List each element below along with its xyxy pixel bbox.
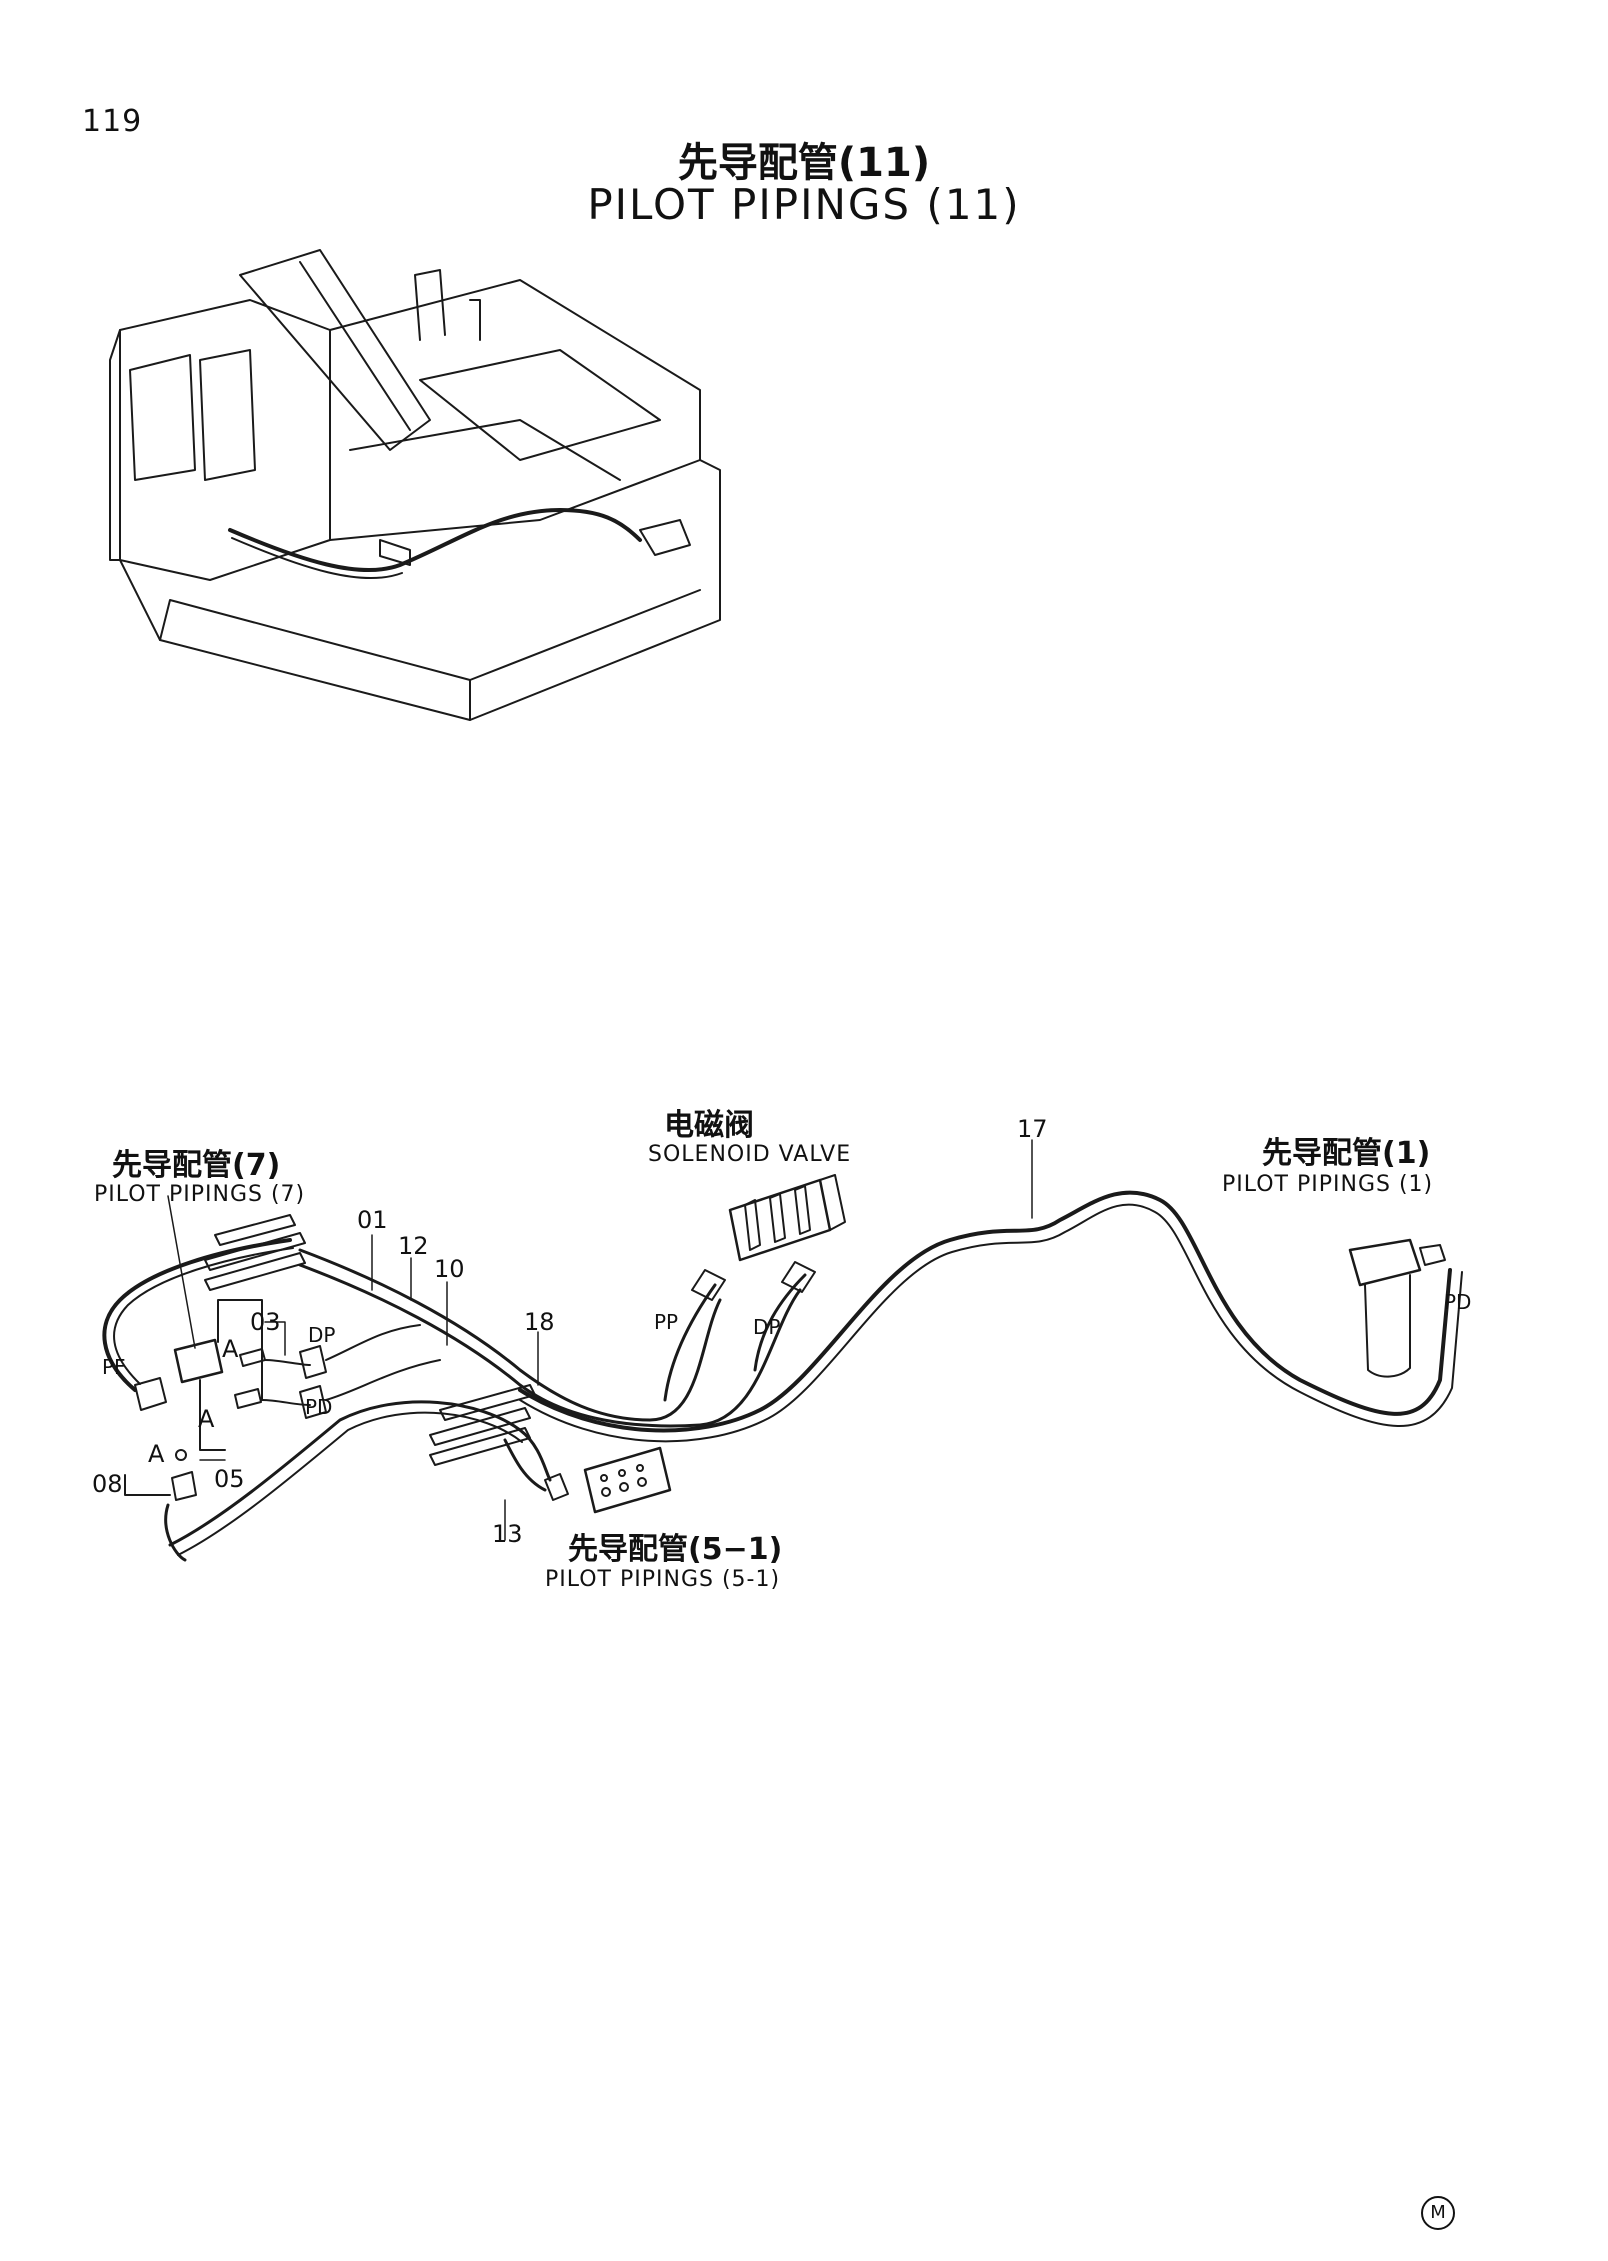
part-number-08: 08	[92, 1470, 123, 1498]
part-number-03: 03	[250, 1308, 281, 1336]
port-label-pd-left: PD	[305, 1395, 333, 1419]
part-number-18: 18	[524, 1308, 555, 1336]
pilot-pipings-1-label-en: PILOT PIPINGS (1)	[1222, 1172, 1434, 1197]
part-number-12: 12	[398, 1232, 429, 1260]
excavator-upper-structure-illustration	[109, 249, 721, 721]
port-label-dp-right: DP	[753, 1315, 781, 1339]
port-label-pp: PP	[654, 1310, 679, 1334]
solenoid-valve-label-en: SOLENOID VALVE	[648, 1142, 852, 1167]
pilot-piping-assembly	[102, 1139, 1463, 1562]
page-number: 119	[82, 104, 143, 139]
page-title-chinese: 先导配管(11)	[677, 140, 931, 186]
view-label-a-top: A	[222, 1335, 239, 1363]
port-label-pd-right: PD	[1444, 1290, 1472, 1314]
pilot-pipings-7-label-en: PILOT PIPINGS (7)	[94, 1182, 306, 1207]
part-number-17: 17	[1017, 1115, 1048, 1143]
pilot-pipings-5-1-label-en: PILOT PIPINGS (5-1)	[545, 1567, 781, 1592]
solenoid-valve-label-zh: 电磁阀	[664, 1108, 754, 1143]
page-title-english: PILOT PIPINGS (11)	[587, 180, 1021, 229]
part-number-13: 13	[492, 1520, 523, 1548]
port-label-pf: PF	[102, 1355, 126, 1379]
pilot-pipings-1-label-zh: 先导配管(1)	[1262, 1136, 1431, 1171]
view-label-a-mid: A	[198, 1405, 215, 1433]
port-label-dp-left: DP	[308, 1323, 336, 1347]
corner-mark-circled-m: M	[1421, 2196, 1455, 2230]
part-number-01: 01	[357, 1206, 388, 1234]
part-number-10: 10	[434, 1255, 465, 1283]
pilot-pipings-5-1-label-zh: 先导配管(5−1)	[568, 1532, 783, 1567]
view-label-a-bottom: A	[148, 1440, 165, 1468]
pilot-pipings-7-label-zh: 先导配管(7)	[112, 1148, 281, 1183]
part-number-05: 05	[214, 1465, 245, 1493]
